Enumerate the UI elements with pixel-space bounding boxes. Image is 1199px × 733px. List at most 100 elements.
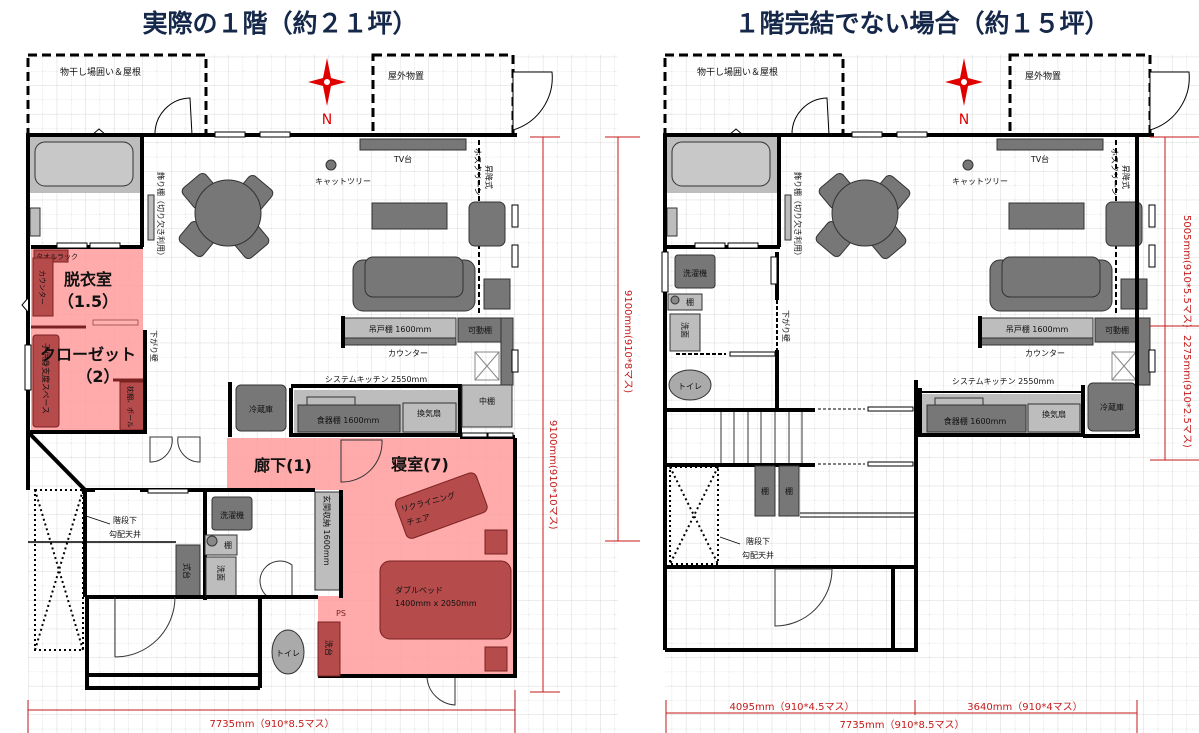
bath-fixture [29, 207, 41, 237]
entrance-storage-label: 玄関収納 1600mm [322, 495, 332, 566]
washer [674, 254, 716, 289]
shared-upper-floor: 物干し場囲い＆屋根 屋外物置 N 飾り棚（切り欠き利用） TV台 キャットツリー [26, 53, 553, 386]
toilet-label: トイレ [276, 649, 300, 658]
shelf-label: 棚 [761, 486, 769, 496]
window [24, 344, 32, 391]
system-kitchen-label: システムキッチン 2550mm [325, 375, 427, 384]
kids-space-label: 子供身支度スペース [41, 343, 51, 414]
washer-label: 洗濯機 [220, 510, 244, 520]
laundry-area [26, 53, 208, 137]
dim-width: 7735mm（910*8.5マス） [840, 719, 965, 731]
bathtub [34, 141, 134, 187]
under-stairs-label-1: 階段下 [113, 515, 137, 525]
window [511, 244, 519, 268]
outdoor-storage [371, 53, 515, 137]
wall [318, 438, 517, 678]
hoscreen-type-label: 昇降式 [484, 165, 494, 189]
hanging-wall-label: 下がり壁 [781, 310, 791, 342]
under-stairs-label-1: 階段下 [746, 536, 770, 546]
title-right: １階完結でない場合（約１５坪） [734, 9, 1109, 38]
room-closet-size: （2） [76, 367, 119, 386]
nightstand [484, 529, 508, 555]
bed-label-2: 1400mm x 2050mm [395, 599, 477, 608]
cat-tree [325, 159, 337, 171]
title-left: 実際の１階（約２１坪） [142, 9, 417, 38]
fridge-label: 冷蔵庫 [249, 404, 273, 414]
toilet [668, 369, 712, 401]
door-swing [259, 560, 293, 598]
dimension-line [665, 700, 1138, 733]
entrance-wall [85, 595, 318, 690]
outdoor-storage-label: 屋外物置 [388, 70, 424, 82]
wash-stand [317, 621, 341, 677]
under-stairs-label-2: 勾配天井 [742, 550, 774, 560]
door-swing [512, 71, 553, 131]
hanging-wall-label: 下がり壁 [149, 330, 159, 362]
dish-cabinet-label: 食器棚 1600mm [944, 416, 1007, 426]
entrance-door [774, 568, 833, 627]
window [661, 251, 669, 293]
counter-small-label: カウンター [38, 270, 47, 305]
room-dressing: 脱衣室 [64, 270, 112, 289]
door-swing [426, 677, 456, 706]
faucet-icon [670, 295, 680, 305]
room-hallway: 廊下(1) [254, 456, 312, 475]
window [259, 131, 291, 138]
towel-rack-label: タオルラック [36, 252, 78, 261]
compass-label: N [322, 112, 332, 128]
dim-right: 3640mm（910*4マス） [967, 701, 1082, 713]
recliner [394, 472, 488, 539]
pillar-box [474, 351, 500, 381]
shelf-label: 棚 [785, 486, 793, 496]
washer-label: 洗濯機 [683, 268, 707, 278]
entrance-door [114, 596, 176, 658]
display-shelf [147, 194, 155, 241]
room-bedroom: 寝室(7) [391, 455, 449, 474]
nightstand [484, 646, 508, 672]
entrance-step [175, 544, 201, 599]
counter-label: カウンター [388, 349, 428, 358]
dim-left: 4095mm（910*4.5マス） [730, 701, 855, 713]
window [511, 349, 519, 373]
movable-shelf-label: 可動棚 [468, 325, 492, 335]
wash-stand-label: 洗台 [324, 640, 334, 656]
bed-label-1: ダブルベッド [395, 585, 443, 595]
washbasin-label: 洗面 [216, 565, 226, 581]
window [214, 131, 246, 138]
faucet-icon [206, 535, 218, 547]
hallway-area [227, 438, 341, 490]
tv-stand [359, 138, 467, 151]
range-hood-label: 換気扇 [1042, 409, 1066, 419]
fridge [235, 384, 287, 432]
sofa [352, 256, 476, 312]
shelf [778, 465, 800, 517]
dish-cabinet [297, 404, 401, 433]
tv-stand-label: TV台 [393, 154, 412, 164]
dim-height: 9100mm(910*10マス) [547, 420, 558, 530]
coffee-table [371, 202, 448, 230]
under-stairs [34, 489, 84, 651]
middle-shelf-label: 中棚 [479, 396, 495, 406]
dim-width: 7735mm（910*8.5マス） [210, 718, 335, 730]
wall [26, 135, 147, 434]
dim-upper: 5005mm(910*5.5マス) [1181, 215, 1192, 328]
range-hood [1027, 403, 1081, 433]
toilet [271, 629, 305, 675]
counter-small [32, 257, 54, 317]
pillow-shelf-label: 枕棚、ポール [126, 386, 135, 428]
shelf-label: 棚 [224, 540, 232, 550]
armchair [468, 201, 506, 247]
window [511, 204, 519, 228]
side-table [483, 278, 511, 310]
movable-shelf [457, 317, 504, 343]
double-bed [379, 560, 512, 640]
washer [211, 496, 253, 531]
dining-set [178, 172, 274, 260]
room-dressing-size: （1.5） [58, 292, 118, 311]
right-plan: 洗濯機 棚 洗面 トイレ 下がり壁 棚 棚 階 [605, 135, 1199, 733]
under-stairs-label-2: 勾配天井 [109, 529, 141, 539]
under-stairs [669, 466, 719, 565]
range-hood [402, 402, 457, 433]
entrance-step-label: 式台 [182, 563, 192, 579]
middle-shelf [461, 384, 513, 428]
